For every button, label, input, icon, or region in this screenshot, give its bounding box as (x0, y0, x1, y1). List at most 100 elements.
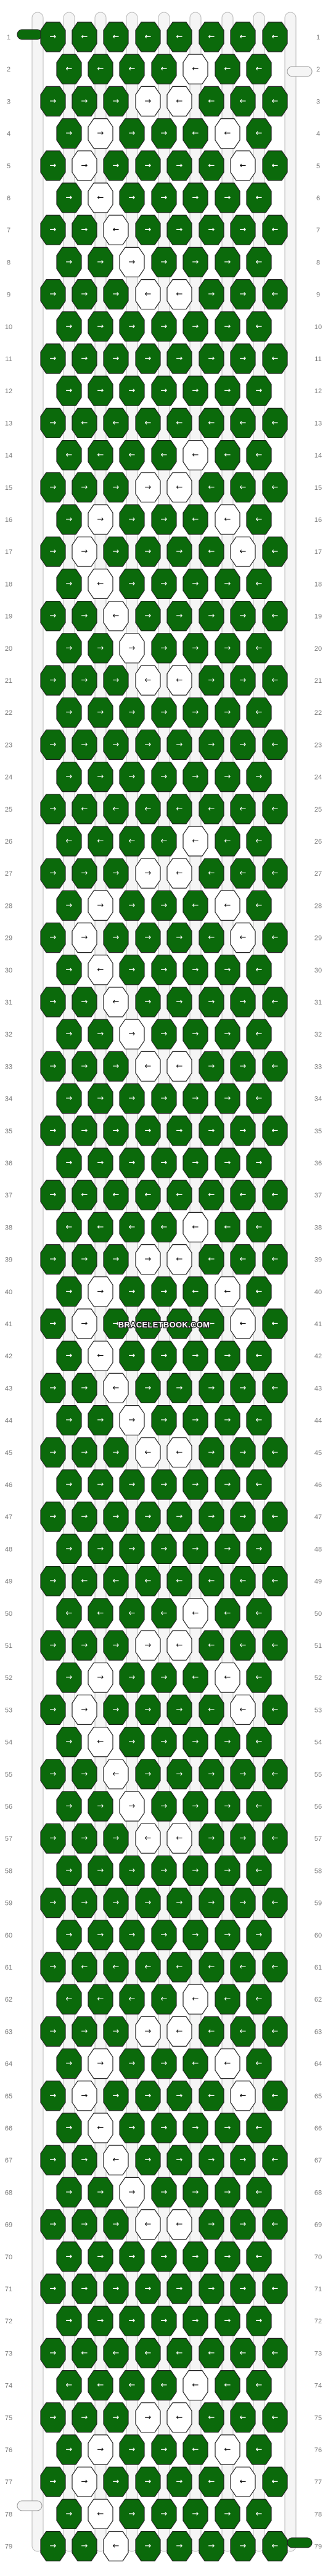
arrow-right-icon: → (161, 1159, 168, 1168)
row-number-left: 77 (5, 2479, 12, 2486)
arrow-right-icon: → (129, 643, 136, 653)
arrow-left-icon: ← (66, 65, 73, 74)
knot: ← (103, 2145, 129, 2175)
arrow-right-icon: → (50, 1641, 57, 1650)
arrow-right-icon: → (224, 2252, 231, 2261)
arrow-right-icon: → (161, 2059, 168, 2068)
arrow-right-icon: → (97, 515, 104, 524)
knot: ← (88, 1727, 113, 1758)
arrow-left-icon: ← (176, 869, 183, 878)
knot: → (119, 2113, 145, 2143)
arrow-right-icon: → (192, 708, 199, 717)
knot: ← (182, 1598, 208, 1629)
knot: ← (262, 1115, 288, 1146)
knot: ← (119, 1598, 145, 1629)
arrow-right-icon: → (176, 547, 183, 556)
arrow-right-icon: → (50, 1512, 57, 1522)
row-number-right: 68 (314, 2189, 322, 2196)
knot: ← (182, 1662, 208, 1693)
knot: ← (135, 1952, 161, 1983)
knot: → (166, 2466, 192, 2497)
knot: → (135, 2145, 161, 2175)
knot: → (56, 247, 82, 277)
arrow-left-icon: ← (256, 2445, 263, 2455)
knot: → (40, 1823, 66, 1854)
row-number-right: 72 (314, 2318, 322, 2325)
knot: ← (230, 794, 256, 825)
arrow-right-icon: → (176, 740, 183, 749)
arrow-right-icon: → (145, 2156, 152, 2165)
knot: ← (135, 2209, 161, 2240)
row-number-left: 55 (5, 1771, 12, 1779)
knot: → (103, 472, 129, 503)
knot: → (166, 1372, 192, 1403)
knot: → (182, 761, 208, 793)
row-number-left: 41 (5, 1321, 12, 1328)
arrow-right-icon: → (97, 386, 104, 396)
knot: ← (103, 214, 129, 245)
arrow-left-icon: ← (256, 2381, 263, 2390)
arrow-left-icon: ← (161, 2381, 168, 2390)
knot: → (56, 1727, 82, 1758)
arrow-left-icon: ← (272, 2027, 279, 2036)
arrow-left-icon: ← (145, 2220, 152, 2229)
arrow-right-icon: → (129, 1930, 136, 1939)
knot: ← (199, 2338, 224, 2368)
arrow-right-icon: → (81, 1898, 88, 1907)
arrow-right-icon: → (50, 2220, 57, 2229)
knot: → (88, 1083, 113, 1114)
arrow-left-icon: ← (192, 2445, 199, 2455)
knot: → (166, 343, 192, 374)
arrow-left-icon: ← (113, 2541, 120, 2551)
arrow-left-icon: ← (145, 1191, 152, 1200)
knot: → (151, 761, 177, 793)
arrow-right-icon: → (66, 1930, 73, 1939)
arrow-right-icon: → (161, 2252, 168, 2261)
row-number-left: 58 (5, 1867, 12, 1875)
knot: → (166, 987, 192, 1017)
arrow-left-icon: ← (176, 2027, 183, 2036)
knot: ← (230, 922, 256, 953)
arrow-right-icon: → (97, 1480, 104, 1490)
arrow-right-icon: → (50, 354, 57, 364)
knot: ← (199, 1952, 224, 1983)
arrow-right-icon: → (129, 258, 136, 267)
knot: ← (215, 1598, 240, 1629)
row-number-left: 48 (5, 1546, 12, 1553)
knot: → (199, 2209, 224, 2240)
knot: → (166, 214, 192, 245)
arrow-left-icon: ← (272, 740, 279, 749)
arrow-left-icon: ← (176, 1255, 183, 1264)
arrow-left-icon: ← (81, 1576, 88, 1586)
knot: → (40, 1501, 66, 1532)
arrow-right-icon: → (129, 1351, 136, 1361)
knot: ← (72, 2338, 97, 2368)
knot: → (40, 2273, 66, 2304)
arrow-left-icon: ← (208, 1641, 215, 1650)
knot: → (151, 1855, 177, 1886)
knot: → (199, 2273, 224, 2304)
knot: → (72, 2016, 97, 2047)
knot: → (72, 1694, 97, 1725)
arrow-right-icon: → (129, 2188, 136, 2197)
knot: ← (182, 1276, 208, 1307)
arrow-right-icon: → (66, 1030, 73, 1039)
knot: → (151, 118, 177, 149)
row-number-right: 24 (314, 774, 322, 781)
knot: → (166, 2273, 192, 2304)
knot: ← (119, 439, 145, 471)
arrow-right-icon: → (208, 2156, 215, 2165)
arrow-right-icon: → (224, 772, 231, 781)
arrow-left-icon: ← (208, 1576, 215, 1586)
arrow-right-icon: → (113, 1641, 120, 1650)
knot: → (88, 311, 113, 342)
arrow-left-icon: ← (97, 194, 104, 203)
arrow-right-icon: → (224, 2188, 231, 2197)
row-number-left: 74 (5, 2382, 12, 2390)
arrow-left-icon: ← (66, 1608, 73, 1618)
arrow-right-icon: → (50, 483, 57, 492)
knot: ← (166, 2338, 192, 2368)
knot: ← (88, 826, 113, 857)
knot: ← (262, 2081, 288, 2111)
row-number-left: 2 (7, 66, 10, 73)
